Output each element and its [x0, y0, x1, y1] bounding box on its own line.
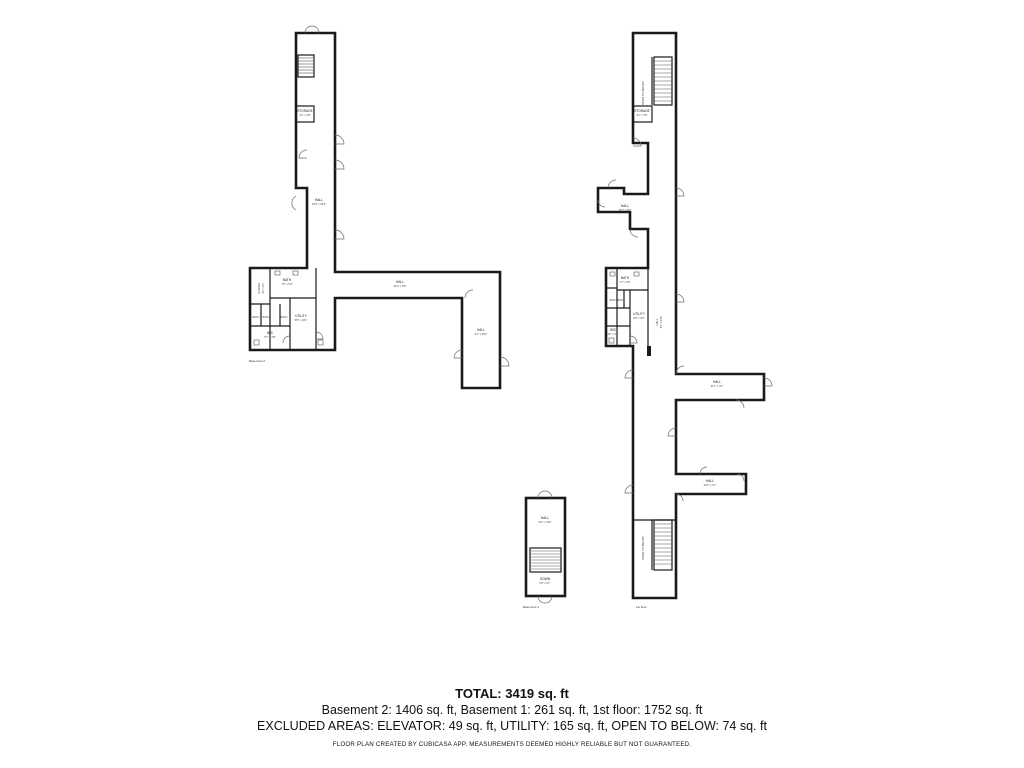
room-label: DOWN [540, 577, 551, 581]
room-dims: 7'5" x 5'4" [281, 282, 292, 286]
floor-plan-drawing: STORAGE 4'1" x 4'5" HALL 10'9" x 62'3" H… [248, 25, 773, 609]
room-dims: 94'2" x 5'8" [394, 284, 407, 288]
room-label: W/C [610, 328, 617, 332]
room-dims: 5'7" x 2'8" [264, 335, 275, 339]
room-dims: 6'0" x 6'0" [633, 316, 644, 320]
room-dims: 6'4" x 3'7" [539, 581, 550, 585]
room-dims: 5'8" x 10'1" [295, 318, 308, 322]
floor-areas: Basement 2: 1406 sq. ft, Basement 1: 261… [321, 703, 703, 717]
stairs [653, 56, 673, 106]
room-label: BATH [263, 315, 270, 319]
room-label: HALL [541, 516, 549, 520]
stairs [297, 54, 315, 78]
room-dims: 15'7" x 5'7" [619, 208, 632, 212]
room-dims: 31'7" x 4'7" [711, 384, 724, 388]
room-label: BATH [281, 315, 288, 319]
elevator-marker [647, 346, 651, 356]
room-label: STORAGE [297, 109, 313, 113]
room-label: HALL [396, 280, 404, 284]
room-dims: 6'4" x 25'3" [475, 332, 488, 336]
room-dims: 4'2" x 5'1" [261, 282, 265, 293]
total-area: TOTAL: 3419 sq. ft [455, 686, 569, 701]
room-label: HALL [713, 380, 721, 384]
first-floor-plan: OPEN TO BELOW STORAGE 4'1" x 4'5" HALL 1… [596, 31, 773, 609]
room-label: HALL [477, 328, 485, 332]
room-label: BATH [618, 298, 625, 302]
floor-label: Basement 1 [523, 605, 539, 609]
floor-label: 1st floor [636, 605, 647, 609]
room-label: UTILITY [633, 312, 646, 316]
room-dims: 4'9" x 4'3" [607, 332, 618, 336]
room-dims: 4'1" x 4'5" [299, 113, 310, 117]
stairs [529, 547, 562, 573]
room-dims: 4'1" x 4'5" [636, 113, 647, 117]
room-dims: 6'9" x 14'8" [539, 520, 552, 524]
excluded-areas: EXCLUDED AREAS: ELEVATOR: 49 sq. ft, UTI… [257, 719, 767, 733]
room-label: BATH [253, 315, 260, 319]
room-dims: 7'7" x 5'6" [619, 280, 630, 284]
open-area-label: OPEN TO BELOW [641, 536, 645, 560]
open-area-label: OPEN TO BELOW [641, 81, 645, 105]
floor-label: Basement 2 [249, 359, 265, 363]
room-dims: 10'9" x 62'3" [312, 202, 326, 206]
disclaimer: FLOOR PLAN CREATED BY CUBICASA APP. MEAS… [332, 741, 692, 748]
room-label: CLOSET [257, 282, 261, 293]
room-dims: 24'3" x 3'7" [704, 483, 717, 487]
room-label: BATH [621, 276, 630, 280]
room-dims: 4'0" x 94'9" [659, 316, 663, 329]
room-label: BATH [283, 278, 292, 282]
basement-1-plan: HALL 6'9" x 14'8" DOWN 6'4" x 3'7" Basem… [523, 490, 567, 609]
room-label: W/C [267, 331, 274, 335]
room-label: HALL [315, 198, 323, 202]
area-summary: TOTAL: 3419 sq. ft Basement 2: 1406 sq. … [0, 686, 1024, 748]
room-label: HALL [621, 204, 629, 208]
basement-2-plan: STORAGE 4'1" x 4'5" HALL 10'9" x 62'3" H… [248, 25, 510, 390]
room-label: BATH [610, 298, 617, 302]
room-label: STORAGE [634, 109, 650, 113]
room-label: HALL [706, 479, 714, 483]
room-label: UTILITY [295, 314, 308, 318]
room-label: HALL [655, 318, 659, 325]
